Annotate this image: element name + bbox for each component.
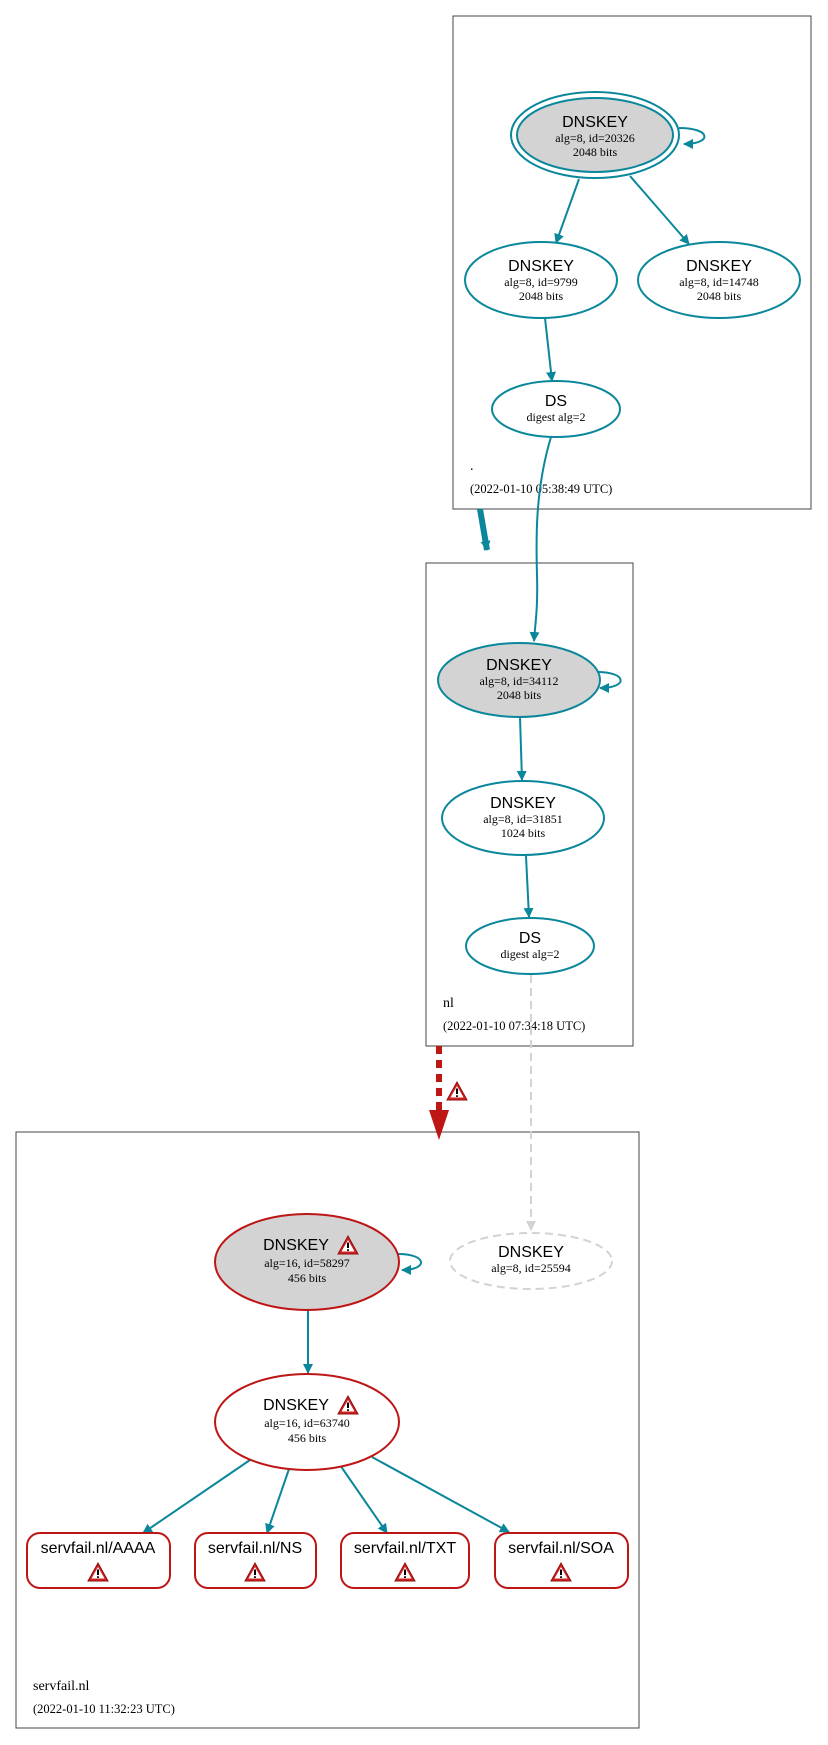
rrset-label: servfail.nl/NS <box>208 1540 302 1557</box>
rrset-ns: servfail.nl/NS <box>194 1532 317 1589</box>
node-root-ksk: DNSKEY alg=8, id=20326 2048 bits <box>510 91 680 179</box>
edge-root-to-nl-delegation <box>477 508 491 551</box>
zone-root-box <box>452 15 812 510</box>
edge-root-ksk-to-zsk2 <box>629 175 690 245</box>
node-title: DNSKEY <box>498 1244 564 1261</box>
node-detail: 2048 bits <box>573 145 618 159</box>
node-root-zsk-14748: DNSKEY alg=8, id=14748 2048 bits <box>637 241 801 319</box>
node-detail: alg=8, id=34112 <box>479 674 558 688</box>
node-detail: 456 bits <box>288 1431 327 1445</box>
node-nl-ksk: DNSKEY alg=8, id=34112 2048 bits <box>437 642 601 718</box>
zone-root: . (2022-01-10 05:38:49 UTC) <box>452 15 812 510</box>
rrset-aaaa: servfail.nl/AAAA <box>26 1532 171 1589</box>
zone-nl-label: nl <box>443 996 454 1011</box>
edge-root-ds-to-nl-ksk <box>529 436 552 642</box>
rrset-label: servfail.nl/TXT <box>354 1540 456 1557</box>
zone-root-timestamp: (2022-01-10 05:38:49 UTC) <box>470 482 612 496</box>
zone-servfail: servfail.nl (2022-01-10 11:32:23 UTC) <box>15 1131 640 1729</box>
edge-root-ksk-self <box>678 127 706 149</box>
node-servfail-zsk: DNSKEY alg=16, id=63740 456 bits <box>214 1373 400 1471</box>
rrset-soa: servfail.nl/SOA <box>494 1532 629 1589</box>
node-detail: 2048 bits <box>519 289 564 303</box>
node-title: DNSKEY <box>562 114 628 131</box>
edge-nl-ksk-to-zsk <box>516 716 527 781</box>
zone-root-label: . <box>470 459 474 474</box>
edge-sf-zsk-to-aaaa <box>142 1459 251 1534</box>
edge-nl-zsk-to-ds <box>523 855 534 918</box>
node-detail: alg=16, id=63740 <box>264 1416 350 1430</box>
zone-servfail-box <box>15 1131 640 1729</box>
warning-icon <box>446 1081 468 1101</box>
edges <box>142 127 706 1534</box>
node-detail: alg=8, id=14748 <box>679 275 759 289</box>
node-detail: alg=8, id=20326 <box>555 131 635 145</box>
node-servfail-missing-key: DNSKEY alg=8, id=25594 <box>449 1232 613 1290</box>
node-title: DNSKEY <box>686 258 752 275</box>
node-root-ds: DS digest alg=2 <box>491 380 621 438</box>
zone-nl: nl (2022-01-10 07:34:18 UTC) <box>425 562 634 1047</box>
node-servfail-ksk: DNSKEY alg=16, id=58297 456 bits <box>214 1213 400 1311</box>
edge-nl-ksk-self <box>596 671 622 693</box>
node-title: DNSKEY <box>490 795 556 812</box>
zone-servfail-label: servfail.nl <box>33 1679 89 1694</box>
node-title: DNSKEY <box>263 1397 329 1414</box>
edge-root-zsk1-to-ds <box>544 317 556 382</box>
rrset-txt: servfail.nl/TXT <box>340 1532 470 1589</box>
node-detail: 2048 bits <box>497 688 542 702</box>
node-title: DNSKEY <box>508 258 574 275</box>
node-title: DS <box>545 393 567 410</box>
node-detail: digest alg=2 <box>526 410 585 424</box>
node-detail: alg=8, id=9799 <box>504 275 578 289</box>
node-detail: alg=16, id=58297 <box>264 1256 350 1270</box>
node-detail: 456 bits <box>288 1271 327 1285</box>
zone-nl-box <box>425 562 634 1047</box>
edge-sf-zsk-to-ns <box>265 1468 290 1534</box>
node-detail: alg=8, id=31851 <box>483 812 563 826</box>
zone-servfail-timestamp: (2022-01-10 11:32:23 UTC) <box>33 1702 175 1716</box>
zone-nl-timestamp: (2022-01-10 07:34:18 UTC) <box>443 1019 585 1033</box>
edge-sf-zsk-to-soa <box>371 1456 510 1533</box>
node-title: DNSKEY <box>263 1237 329 1254</box>
rrset-label: servfail.nl/AAAA <box>41 1540 156 1557</box>
edge-sf-ksk-self <box>397 1253 422 1275</box>
node-detail: digest alg=2 <box>500 947 559 961</box>
node-root-zsk-9799: DNSKEY alg=8, id=9799 2048 bits <box>464 241 618 319</box>
edge-sf-zsk-to-txt <box>339 1464 388 1534</box>
node-title: DNSKEY <box>486 657 552 674</box>
node-detail: 1024 bits <box>501 826 546 840</box>
node-detail: 2048 bits <box>697 289 742 303</box>
node-nl-zsk-31851: DNSKEY alg=8, id=31851 1024 bits <box>441 780 605 856</box>
node-nl-ds: DS digest alg=2 <box>465 917 595 975</box>
edge-root-ksk-to-zsk1 <box>554 178 580 244</box>
node-title: DS <box>519 930 541 947</box>
node-detail: alg=8, id=25594 <box>491 1261 571 1275</box>
rrset-label: servfail.nl/SOA <box>508 1540 614 1557</box>
edge-nl-to-servfail-arrowhead <box>429 1110 449 1140</box>
